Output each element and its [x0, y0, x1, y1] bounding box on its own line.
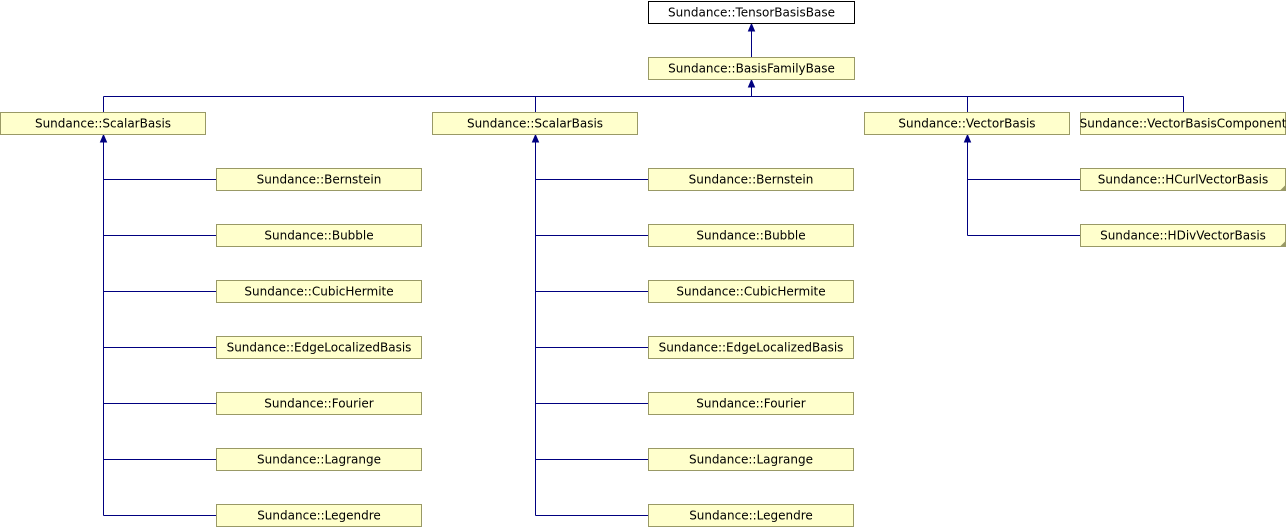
class-node-label: Sundance::Legendre	[689, 509, 813, 523]
class-node-tensor-basis-base[interactable]: Sundance::TensorBasisBase	[648, 1, 855, 24]
class-node-legendre-2[interactable]: Sundance::Legendre	[648, 504, 854, 527]
inheritance-arrowhead	[747, 22, 756, 32]
class-node-bernstein-1[interactable]: Sundance::Bernstein	[216, 168, 422, 191]
class-node-bubble-2[interactable]: Sundance::Bubble	[648, 224, 854, 247]
class-node-label: Sundance::ScalarBasis	[467, 117, 603, 131]
class-node-label: Sundance::TensorBasisBase	[668, 6, 835, 20]
class-node-box	[216, 392, 422, 415]
class-node-label: Sundance::Bubble	[264, 229, 373, 243]
class-node-box	[648, 280, 854, 303]
class-node-box	[648, 1, 855, 24]
class-node-lagrange-1[interactable]: Sundance::Lagrange	[216, 448, 422, 471]
class-node-scalar-basis-1[interactable]: Sundance::ScalarBasis	[0, 112, 206, 135]
class-node-cubic-hermite-2[interactable]: Sundance::CubicHermite	[648, 280, 854, 303]
class-node-box	[216, 280, 422, 303]
class-node-label: Sundance::Bernstein	[689, 173, 814, 187]
class-node-label: Sundance::Bubble	[696, 229, 805, 243]
class-node-box	[216, 448, 422, 471]
class-node-edge-localized-basis-1[interactable]: Sundance::EdgeLocalizedBasis	[216, 336, 422, 359]
collapsed-children-marker	[1280, 241, 1286, 247]
class-node-box	[648, 336, 854, 359]
class-node-box	[648, 168, 854, 191]
class-node-label: Sundance::VectorBasis	[898, 117, 1035, 131]
class-node-box	[648, 392, 854, 415]
class-node-cubic-hermite-1[interactable]: Sundance::CubicHermite	[216, 280, 422, 303]
class-node-legendre-1[interactable]: Sundance::Legendre	[216, 504, 422, 527]
class-node-label: Sundance::EdgeLocalizedBasis	[227, 341, 412, 355]
class-node-label: Sundance::HDivVectorBasis	[1100, 229, 1266, 243]
class-node-label: Sundance::EdgeLocalizedBasis	[659, 341, 844, 355]
class-node-label: Sundance::Fourier	[696, 397, 806, 411]
class-node-hdiv-vector-basis[interactable]: Sundance::HDivVectorBasis	[1080, 224, 1286, 247]
class-node-label: Sundance::Lagrange	[257, 453, 381, 467]
class-node-box	[216, 224, 422, 247]
inheritance-arrowhead	[747, 78, 756, 88]
class-node-fourier-1[interactable]: Sundance::Fourier	[216, 392, 422, 415]
inheritance-edges	[99, 22, 1184, 516]
class-node-label: Sundance::VectorBasisComponent	[1080, 117, 1286, 131]
class-node-label: Sundance::Fourier	[264, 397, 374, 411]
collapsed-children-marker	[1280, 185, 1286, 191]
class-node-vector-basis[interactable]: Sundance::VectorBasis	[864, 112, 1070, 135]
class-node-box	[216, 504, 422, 527]
class-node-basis-family-base[interactable]: Sundance::BasisFamilyBase	[648, 57, 855, 80]
class-node-label: Sundance::Bernstein	[257, 173, 382, 187]
class-node-box	[216, 336, 422, 359]
class-node-hcurl-vector-basis[interactable]: Sundance::HCurlVectorBasis	[1080, 168, 1286, 191]
class-node-box	[648, 504, 854, 527]
class-node-label: Sundance::Lagrange	[689, 453, 813, 467]
class-node-box	[0, 112, 206, 135]
class-node-lagrange-2[interactable]: Sundance::Lagrange	[648, 448, 854, 471]
class-node-label: Sundance::CubicHermite	[244, 285, 393, 299]
class-node-box	[864, 112, 1070, 135]
class-node-label: Sundance::BasisFamilyBase	[668, 62, 835, 76]
class-node-label: Sundance::HCurlVectorBasis	[1098, 173, 1268, 187]
inheritance-arrowhead	[99, 133, 108, 143]
class-node-bernstein-2[interactable]: Sundance::Bernstein	[648, 168, 854, 191]
class-node-vector-basis-component[interactable]: Sundance::VectorBasisComponent	[1080, 112, 1286, 135]
class-node-edge-localized-basis-2[interactable]: Sundance::EdgeLocalizedBasis	[648, 336, 854, 359]
class-node-label: Sundance::Legendre	[257, 509, 381, 523]
class-node-box	[648, 448, 854, 471]
class-node-scalar-basis-2[interactable]: Sundance::ScalarBasis	[432, 112, 638, 135]
class-node-bubble-1[interactable]: Sundance::Bubble	[216, 224, 422, 247]
class-node-box	[648, 224, 854, 247]
class-node-label: Sundance::ScalarBasis	[35, 117, 171, 131]
class-node-fourier-2[interactable]: Sundance::Fourier	[648, 392, 854, 415]
class-node-label: Sundance::CubicHermite	[676, 285, 825, 299]
class-node-box	[648, 57, 855, 80]
class-node-box	[216, 168, 422, 191]
class-node-box	[432, 112, 638, 135]
inheritance-arrowhead	[531, 133, 540, 143]
inheritance-arrowhead	[963, 133, 972, 143]
